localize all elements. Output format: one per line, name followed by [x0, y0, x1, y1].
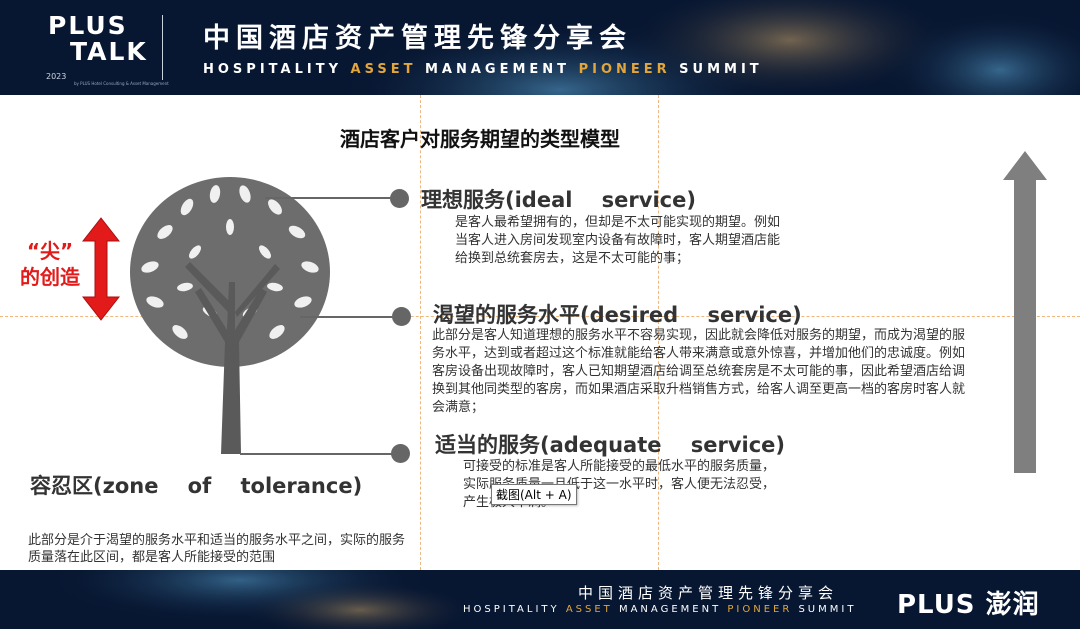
logo-year: 2023: [46, 72, 67, 81]
logo-line-2: TALK: [70, 37, 148, 66]
horizontal-guide: [0, 316, 1080, 317]
plus-brand-logo: PLUS 澎润: [897, 590, 1040, 620]
adequate-dot: [391, 444, 410, 463]
up-arrow-icon: [1003, 151, 1047, 473]
adequate-connector: [240, 453, 400, 455]
header-en-asset: ASSET: [350, 62, 417, 77]
jian-label: “尖” 的创造: [14, 238, 86, 290]
ideal-connector: [265, 197, 400, 199]
logo-line-1: PLUS: [48, 11, 128, 40]
jian-line-1: “尖”: [26, 239, 74, 263]
footer-en-3: MANAGEMENT: [612, 604, 728, 615]
screenshot-tooltip: 截图(Alt + A): [491, 484, 577, 505]
logo-tagline: by PLUS Hotel Consulting & Asset Managem…: [74, 81, 169, 86]
banner-glow: [330, 0, 1080, 95]
adequate-service-heading: 适当的服务(adequate service): [435, 433, 785, 457]
slide-title: 酒店客户对服务期望的类型模型: [340, 127, 620, 151]
zone-of-tolerance-heading: 容忍区(zone of tolerance): [30, 474, 363, 498]
ideal-service-heading: 理想服务(ideal service): [421, 188, 696, 212]
header-divider: [162, 15, 163, 80]
ideal-service-text: 是客人最希望拥有的，但却是不太可能实现的期望。例如当客人进入房间发现室内设备有故…: [455, 215, 781, 266]
vertical-guide-right: [658, 95, 659, 570]
tree-icon: [130, 177, 330, 454]
zone-of-tolerance-text: 此部分是介于渴望的服务水平和适当的服务水平之间，实际的服务质量落在此区间，都是客…: [28, 533, 406, 565]
desired-dot: [392, 307, 411, 326]
footer-en-asset: ASSET: [565, 604, 613, 615]
footer-en-5: SUMMIT: [792, 604, 857, 615]
header-en-1: HOSPITALITY: [203, 62, 351, 77]
header-title-en: HOSPITALITY ASSET MANAGEMENT PIONEER SUM…: [203, 62, 763, 77]
footer-en-pioneer: PIONEER: [727, 604, 793, 615]
header-banner: [0, 0, 1080, 95]
footer-glow: [40, 570, 480, 629]
desired-connector: [300, 316, 400, 318]
footer-title-en: HOSPITALITY ASSET MANAGEMENT PIONEER SUM…: [463, 604, 856, 615]
jian-line-2: 的创造: [20, 265, 80, 289]
header-en-pioneer: PIONEER: [578, 62, 671, 77]
footer-banner: [0, 570, 1080, 629]
double-arrow-icon: [82, 217, 120, 321]
footer-title-cn: 中国酒店资产管理先锋分享会: [578, 584, 839, 602]
header-en-3: MANAGEMENT: [416, 62, 579, 77]
desired-service-heading: 渴望的服务水平(desired service): [433, 303, 802, 327]
header-en-5: SUMMIT: [670, 62, 763, 77]
plus-talk-logo: PLUS TALK: [48, 13, 148, 65]
header-title-cn: 中国酒店资产管理先锋分享会: [203, 23, 632, 54]
desired-service-text: 此部分是客人知道理想的服务水平不容易实现，因此就会降低对服务的期望，而成为渴望的…: [432, 328, 966, 415]
ideal-dot: [390, 189, 409, 208]
footer-en-1: HOSPITALITY: [463, 604, 566, 615]
vertical-guide-left: [420, 95, 421, 570]
